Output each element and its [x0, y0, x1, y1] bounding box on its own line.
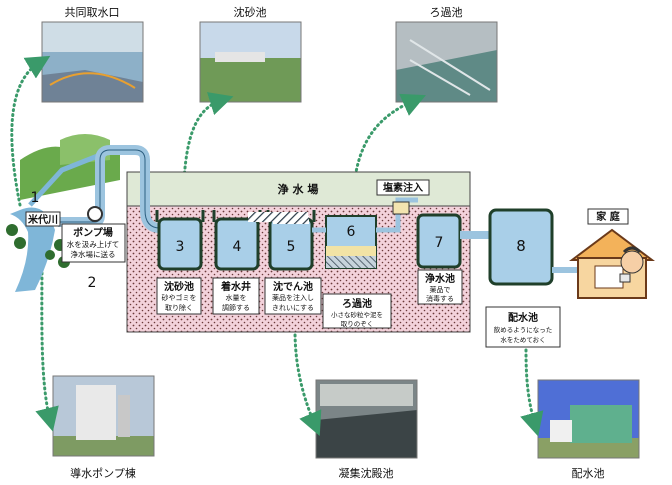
svg-text:ろ過池: ろ過池: [342, 297, 372, 310]
svg-text:米代川: 米代川: [28, 213, 58, 226]
river-label: 米代川: [25, 211, 61, 227]
tank-8-callout: 配水池 飲めるようになった 水をためておく: [485, 306, 561, 348]
connector-coagulation: [293, 328, 322, 437]
svg-text:水量を: 水量を: [226, 293, 247, 302]
photo-caption-filtration: ろ過池: [429, 6, 463, 19]
tank-8-number: 8: [516, 237, 526, 255]
svg-text:着水井: 着水井: [220, 280, 251, 293]
svg-text:水を汲み上げて: 水を汲み上げて: [67, 239, 120, 249]
photo-coagulation: [315, 379, 418, 459]
svg-text:塩素注入: 塩素注入: [383, 181, 423, 194]
house-icon: [569, 228, 655, 299]
svg-text:飲めるようになった: 飲めるようになった: [494, 325, 553, 334]
tank-7-callout: 浄水池 薬品で 消毒する: [417, 269, 463, 305]
svg-text:調節する: 調節する: [222, 303, 250, 312]
svg-text:浄水池: 浄水池: [425, 272, 455, 285]
photo-caption-intake: 共同取水口: [64, 6, 120, 19]
photo-sedimentation: [199, 21, 302, 103]
tank-6: [325, 215, 377, 269]
svg-text:消毒する: 消毒する: [426, 294, 454, 303]
home-label: 家 庭: [587, 208, 629, 225]
tank-3-callout: 沈砂池 砂やゴミを 取り除く: [156, 277, 202, 315]
svg-text:砂やゴミを: 砂やゴミを: [162, 293, 197, 302]
tank-3-number: 3: [176, 239, 185, 255]
photo-caption-reservoir: 配水池: [571, 467, 605, 480]
chlorine-label: 塩素注入: [376, 179, 430, 196]
svg-text:取り除く: 取り除く: [165, 303, 193, 312]
photo-caption-pump-house: 導水ポンプ棟: [70, 467, 136, 480]
photo-pump-house: [52, 375, 155, 457]
svg-text:沈でん池: 沈でん池: [273, 280, 313, 293]
connector-reservoir: [520, 348, 544, 437]
tank-4-callout: 着水井 水量を 調節する: [212, 277, 260, 315]
tank-4-number: 4: [233, 239, 242, 255]
step-1-number: 1: [31, 190, 40, 206]
svg-text:家 庭: 家 庭: [596, 210, 620, 223]
photo-caption-coagulation: 凝集沈殿池: [338, 467, 394, 480]
tank-3: [155, 210, 205, 271]
pump-icon: [87, 206, 103, 222]
tank-8: [488, 208, 554, 286]
connector-pump-house: [35, 256, 59, 432]
tank-5-number: 5: [287, 239, 296, 255]
svg-text:沈砂池: 沈砂池: [164, 280, 194, 293]
svg-text:薬品を注入し: 薬品を注入し: [272, 293, 314, 302]
photo-filtration: [395, 21, 498, 103]
photo-caption-sedimentation: 沈砂池: [233, 6, 267, 19]
tank-6-number: 6: [347, 224, 356, 240]
chlorine-injector: [392, 201, 410, 215]
tank-5-callout: 沈でん池 薬品を注入し きれいにする: [264, 277, 322, 315]
pump-callout: ポンプ場 水を汲み上げて 浄水場に送る: [61, 223, 126, 263]
tank-7: [416, 213, 462, 269]
flocculator: [248, 212, 308, 222]
plant-title: 浄 水 場: [278, 182, 319, 196]
step-2-number: 2: [88, 275, 97, 291]
svg-text:小さな砂粒や泥を: 小さな砂粒や泥を: [331, 310, 383, 319]
connector-intake: [10, 55, 51, 207]
photo-intake: [41, 21, 144, 103]
svg-text:水をためておく: 水をためておく: [500, 335, 545, 344]
svg-text:きれいにする: きれいにする: [272, 304, 314, 312]
svg-text:配水池: 配水池: [508, 311, 538, 324]
tank-7-number: 7: [435, 235, 444, 251]
svg-text:浄水場に送る: 浄水場に送る: [71, 249, 116, 259]
photo-reservoir: [537, 379, 640, 459]
tank-6-callout: ろ過池 小さな砂粒や泥を 取りのぞく: [322, 293, 392, 329]
tank-4: [212, 210, 262, 271]
svg-text:ポンプ場: ポンプ場: [73, 226, 113, 239]
svg-text:取りのぞく: 取りのぞく: [341, 320, 374, 328]
svg-text:薬品で: 薬品で: [430, 285, 451, 294]
